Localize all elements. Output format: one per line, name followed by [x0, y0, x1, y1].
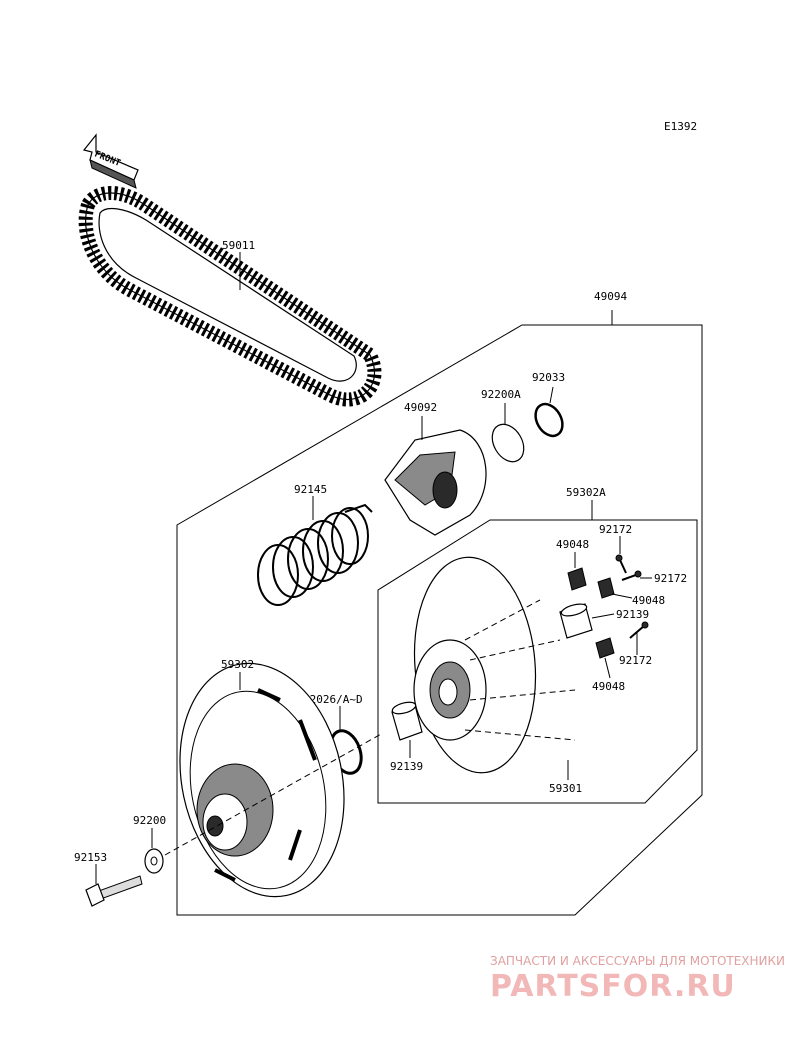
bolt-upper-part: [615, 554, 627, 574]
bolt-lower-part: [629, 621, 649, 639]
label-49048-lower: 49048: [592, 680, 625, 693]
label-92139-right: 92139: [616, 608, 649, 621]
fixed-sheave-part: [179, 662, 345, 898]
label-92172-lower: 92172: [619, 654, 652, 667]
label-49094: 49094: [594, 290, 627, 303]
label-49048-upper: 49048: [556, 538, 589, 551]
label-92172-upper: 92172: [599, 523, 632, 536]
washer-part: [144, 848, 164, 874]
spring-seat-part: [491, 423, 525, 463]
bolt-mid-part: [621, 570, 642, 581]
diagram-code: E1392: [664, 120, 697, 133]
weight-upper-part: [567, 567, 587, 591]
label-59302A: 59302A: [566, 486, 606, 499]
circlip-part: [534, 402, 564, 438]
label-59011: 59011: [222, 239, 255, 252]
assembly-outline-59302A: [377, 519, 698, 804]
leader-92139-right: [591, 613, 615, 619]
front-arrow-icon: FRONT: [82, 133, 139, 189]
label-92145: 92145: [294, 483, 327, 496]
spring-part: [257, 503, 373, 606]
label-49092: 49092: [404, 401, 437, 414]
moveable-sheave-part: [413, 556, 576, 774]
watermark-tagline: ЗАПЧАСТИ И АКСЕССУАРЫ ДЛЯ МОТОТЕХНИКИ: [490, 954, 785, 968]
cam-part: [384, 429, 487, 536]
label-92026: 92026/A~D: [303, 693, 363, 706]
leader-49048-mid: [611, 593, 633, 599]
watermark-logo: PARTSFOR.RU: [490, 969, 736, 1004]
weight-mid-part: [597, 577, 615, 599]
label-92172-mid: 92172: [654, 572, 687, 585]
label-59302: 59302: [221, 658, 254, 671]
label-49048-mid: 49048: [632, 594, 665, 607]
bushing-right-part: [559, 603, 593, 639]
leader-49048-lower: [604, 657, 611, 679]
label-92200: 92200: [133, 814, 166, 827]
label-92033: 92033: [532, 371, 565, 384]
assembly-outline-49094: [176, 324, 703, 916]
label-92139-left: 92139: [390, 760, 423, 773]
label-59301: 59301: [549, 782, 582, 795]
assembly-axis: [164, 732, 384, 856]
leader-92033: [549, 386, 554, 404]
bushing-left-part: [391, 701, 423, 741]
weight-lower-part: [595, 637, 615, 659]
label-92153: 92153: [74, 851, 107, 864]
mount-bolt-part: [85, 875, 143, 907]
drive-belt: [78, 186, 382, 407]
label-92200A: 92200A: [481, 388, 521, 401]
